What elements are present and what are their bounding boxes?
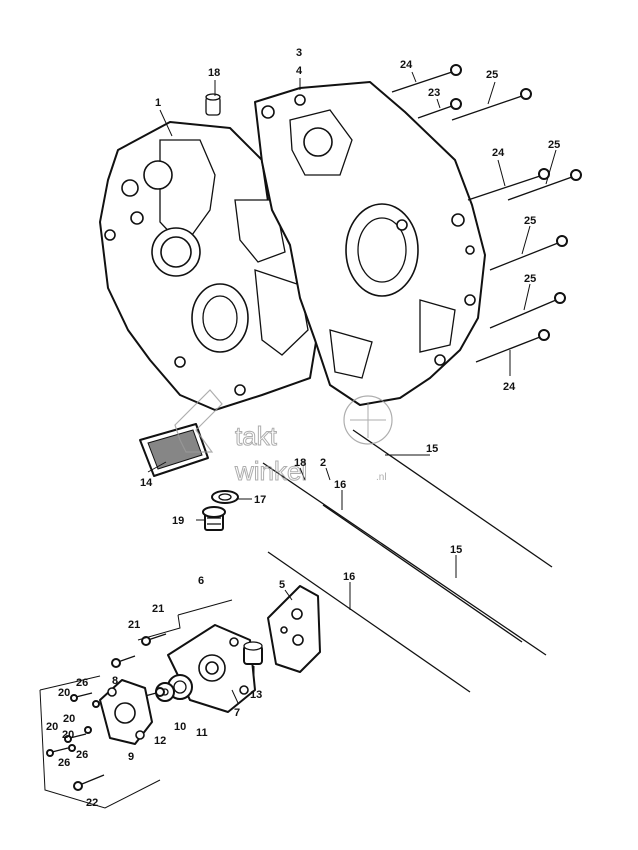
label-part-20-first: 20 — [58, 687, 70, 699]
crankcase-bolts — [391, 64, 582, 363]
label-part-15-upper: 15 — [426, 443, 438, 455]
label-part-2: 2 — [320, 457, 326, 469]
bolt-25-top — [451, 88, 532, 121]
label-part-13: 13 — [250, 689, 262, 701]
label-part-25-fourth: 25 — [524, 273, 536, 285]
label-part-25-mid: 25 — [548, 139, 560, 151]
washers-26 — [68, 700, 100, 752]
label-part-10: 10 — [174, 721, 186, 733]
bolt-25-fourth — [489, 292, 566, 329]
label-part-11: 11 — [196, 727, 208, 739]
oil-pump-collar-13 — [243, 641, 263, 665]
watermark-line2: winkel — [234, 456, 307, 486]
pump-screws-21 — [111, 633, 167, 668]
crankcase-right-half — [254, 81, 486, 406]
watermark-line1: takt — [235, 421, 278, 451]
drain-plug-washer — [211, 490, 239, 504]
label-part-25-third: 25 — [524, 215, 536, 227]
label-part-26-mid: 26 — [76, 749, 88, 761]
label-part-23: 23 — [428, 87, 440, 99]
label-part-19: 19 — [172, 515, 184, 527]
label-part-26-bottom: 26 — [58, 757, 70, 769]
bolt-24-top — [391, 64, 462, 93]
bolt-25-mid — [507, 169, 582, 201]
pump-cover-9 — [99, 679, 153, 745]
label-part-24-bottom: 24 — [503, 381, 516, 393]
label-part-17: 17 — [254, 494, 266, 506]
label-part-3: 3 — [296, 47, 302, 59]
label-part-20-fourth: 20 — [62, 729, 74, 741]
label-part-24-top: 24 — [400, 59, 413, 71]
watermark-logo: takt winkel .nl — [174, 389, 393, 487]
label-part-7: 7 — [234, 707, 240, 719]
leader-lines — [147, 71, 557, 704]
label-part-25-top: 25 — [486, 69, 498, 81]
label-part-18-lower: 18 — [294, 457, 306, 469]
dowel-pin-18 — [205, 93, 221, 116]
label-part-16-lower: 16 — [343, 571, 355, 583]
label-part-14: 14 — [140, 477, 153, 489]
bolt-25-third — [489, 235, 568, 271]
label-part-15-lower: 15 — [450, 544, 462, 556]
bolt-24-mid — [467, 168, 550, 201]
label-part-20-third: 20 — [46, 721, 58, 733]
label-part-20-second: 20 — [63, 713, 75, 725]
label-part-9: 9 — [128, 751, 134, 763]
label-part-21-lower: 21 — [128, 619, 140, 631]
small-screws-20 — [46, 692, 93, 757]
drain-plug — [202, 506, 226, 531]
label-part-6: 6 — [198, 575, 204, 587]
label-part-16-upper: 16 — [334, 479, 346, 491]
oil-pump-gasket-5 — [267, 585, 321, 673]
label-part-5: 5 — [279, 579, 285, 591]
label-part-21-upper: 21 — [152, 603, 164, 615]
oil-strainer-screen — [139, 423, 209, 477]
watermark-suffix: .nl — [376, 472, 387, 483]
stud-bolts — [262, 429, 553, 693]
label-part-1: 1 — [155, 97, 161, 109]
label-part-4: 4 — [296, 65, 303, 77]
bolt-24-bottom — [475, 329, 550, 363]
label-part-24-mid: 24 — [492, 147, 505, 159]
crankcase-left-half — [99, 121, 319, 411]
label-part-22: 22 — [86, 797, 98, 809]
part-labels: 1 18 3 4 24 23 25 24 25 25 25 24 15 18 2… — [46, 47, 560, 809]
bolt-22 — [73, 774, 105, 791]
assembly-brackets — [39, 599, 233, 809]
label-part-18-top: 18 — [208, 67, 220, 79]
label-part-12: 12 — [154, 735, 166, 747]
bolt-23 — [417, 98, 462, 119]
label-part-26-top: 26 — [76, 677, 88, 689]
label-part-8: 8 — [112, 675, 118, 687]
